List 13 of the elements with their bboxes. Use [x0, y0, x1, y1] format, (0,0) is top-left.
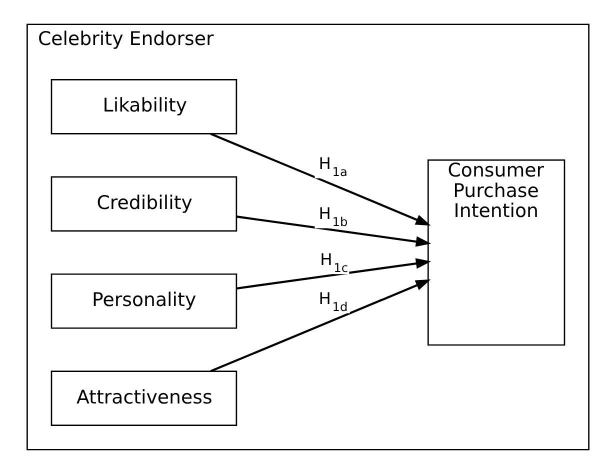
arrow	[210, 132, 431, 226]
edge-label: H$_{1a}$	[318, 154, 348, 179]
edge-label: H$_{1c}$	[320, 250, 348, 275]
edge-label: H$_{1d}$	[318, 288, 348, 314]
arrow	[236, 216, 432, 247]
node-box: Likability	[50, 79, 238, 134]
arrow	[210, 279, 431, 372]
node-box: Personality	[50, 273, 238, 329]
node-box: Consumer Purchase Intention	[427, 159, 566, 346]
arrow	[236, 258, 432, 290]
edge-label: H$_{1b}$	[318, 204, 348, 229]
node-box: Attractiveness	[50, 370, 238, 426]
node-box: Credibility	[50, 176, 238, 232]
